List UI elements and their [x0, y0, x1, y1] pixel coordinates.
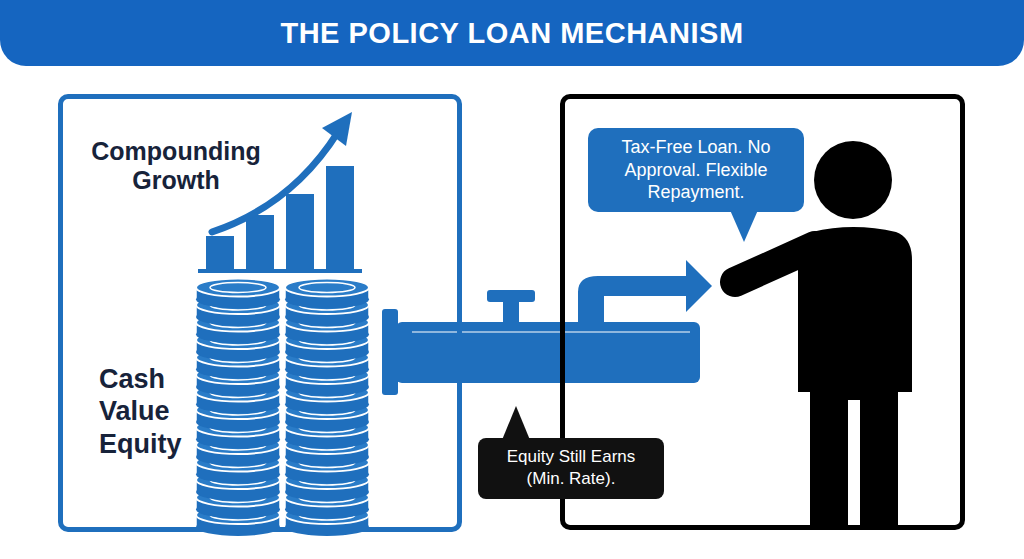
- coin-rim: [210, 283, 266, 293]
- equity-label: Cash Value Equity: [99, 363, 199, 460]
- pipe-body: [396, 322, 700, 383]
- valve-handle: [487, 290, 535, 302]
- pipe-highlight: [412, 331, 690, 333]
- pipe-outlet: [578, 276, 688, 324]
- node-text: Equity Still Earns (Min. Rate).: [488, 446, 654, 490]
- title-band: THE POLICY LOAN MECHANISM: [0, 0, 1024, 66]
- callout-box: Equity Still Earns (Min. Rate).: [478, 438, 664, 499]
- node-text: Tax-Free Loan. No Approval. Flexible Rep…: [598, 136, 794, 204]
- title-text: THE POLICY LOAN MECHANISM: [280, 17, 743, 50]
- bar-chart: [198, 112, 362, 271]
- coin-stacks: [196, 279, 369, 537]
- speech-bubble: Tax-Free Loan. No Approval. Flexible Rep…: [588, 128, 804, 212]
- pipe-connector: [382, 260, 712, 395]
- coin-top: [285, 279, 369, 297]
- arrowhead: [686, 260, 712, 312]
- cash-value-box: Compounding GrowthCash Value Equity: [58, 94, 462, 532]
- growth-label: Compounding Growth: [81, 137, 271, 195]
- coin-top: [196, 279, 280, 297]
- coin-rim: [299, 283, 355, 293]
- pipe-flange: [382, 309, 398, 395]
- valve-stem: [503, 300, 519, 324]
